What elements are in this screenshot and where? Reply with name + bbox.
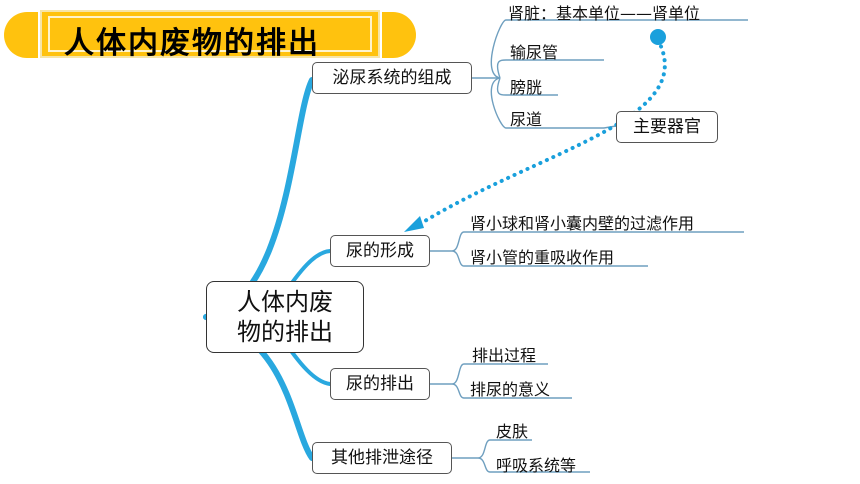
root-line-2: 物的排出 xyxy=(237,318,333,346)
leaf-urination-meaning: 排尿的意义 xyxy=(470,380,551,399)
leaf-kidney: 肾脏：基本单位——肾单位 xyxy=(508,4,701,23)
bracket-composition xyxy=(490,19,748,129)
banner-left-cap xyxy=(4,12,38,58)
page-title: 人体内废物的排出 xyxy=(64,26,320,61)
leaf-skin: 皮肤 xyxy=(496,422,529,441)
leaf-respiratory: 呼吸系统等 xyxy=(496,456,577,475)
dotted-arrow-head xyxy=(404,216,424,232)
branch-formation: 尿的形成 xyxy=(330,235,430,267)
root-line-1: 人体内废 xyxy=(237,288,333,316)
banner-body xyxy=(40,10,380,58)
leaf-ureter: 输尿管 xyxy=(510,43,559,62)
leaf-tubular-reabsorption: 肾小管的重吸收作用 xyxy=(470,248,615,267)
leaf-excretion-process: 排出过程 xyxy=(472,346,537,365)
leaf-glomerular-filtration: 肾小球和肾小囊内壁的过滤作用 xyxy=(470,214,695,233)
branch-other: 其他排泄途径 xyxy=(312,442,452,474)
leaf-urethra: 尿道 xyxy=(510,110,543,129)
root-node: 人体内废 物的排出 xyxy=(206,281,364,353)
banner-right-cap xyxy=(382,12,416,58)
branch-excretion: 尿的排出 xyxy=(330,368,430,400)
bracket-formation xyxy=(430,231,744,267)
dot-anchor xyxy=(650,29,666,45)
branch-composition: 泌尿系统的组成 xyxy=(312,62,472,94)
bracket-other xyxy=(452,439,590,473)
title-banner: 人体内废物的排出 xyxy=(4,10,416,62)
bracket-excretion xyxy=(430,363,572,399)
dotted-arrow xyxy=(418,38,667,226)
callout-main-organ: 主要器官 xyxy=(616,111,718,143)
leaf-bladder: 膀胱 xyxy=(510,78,543,97)
